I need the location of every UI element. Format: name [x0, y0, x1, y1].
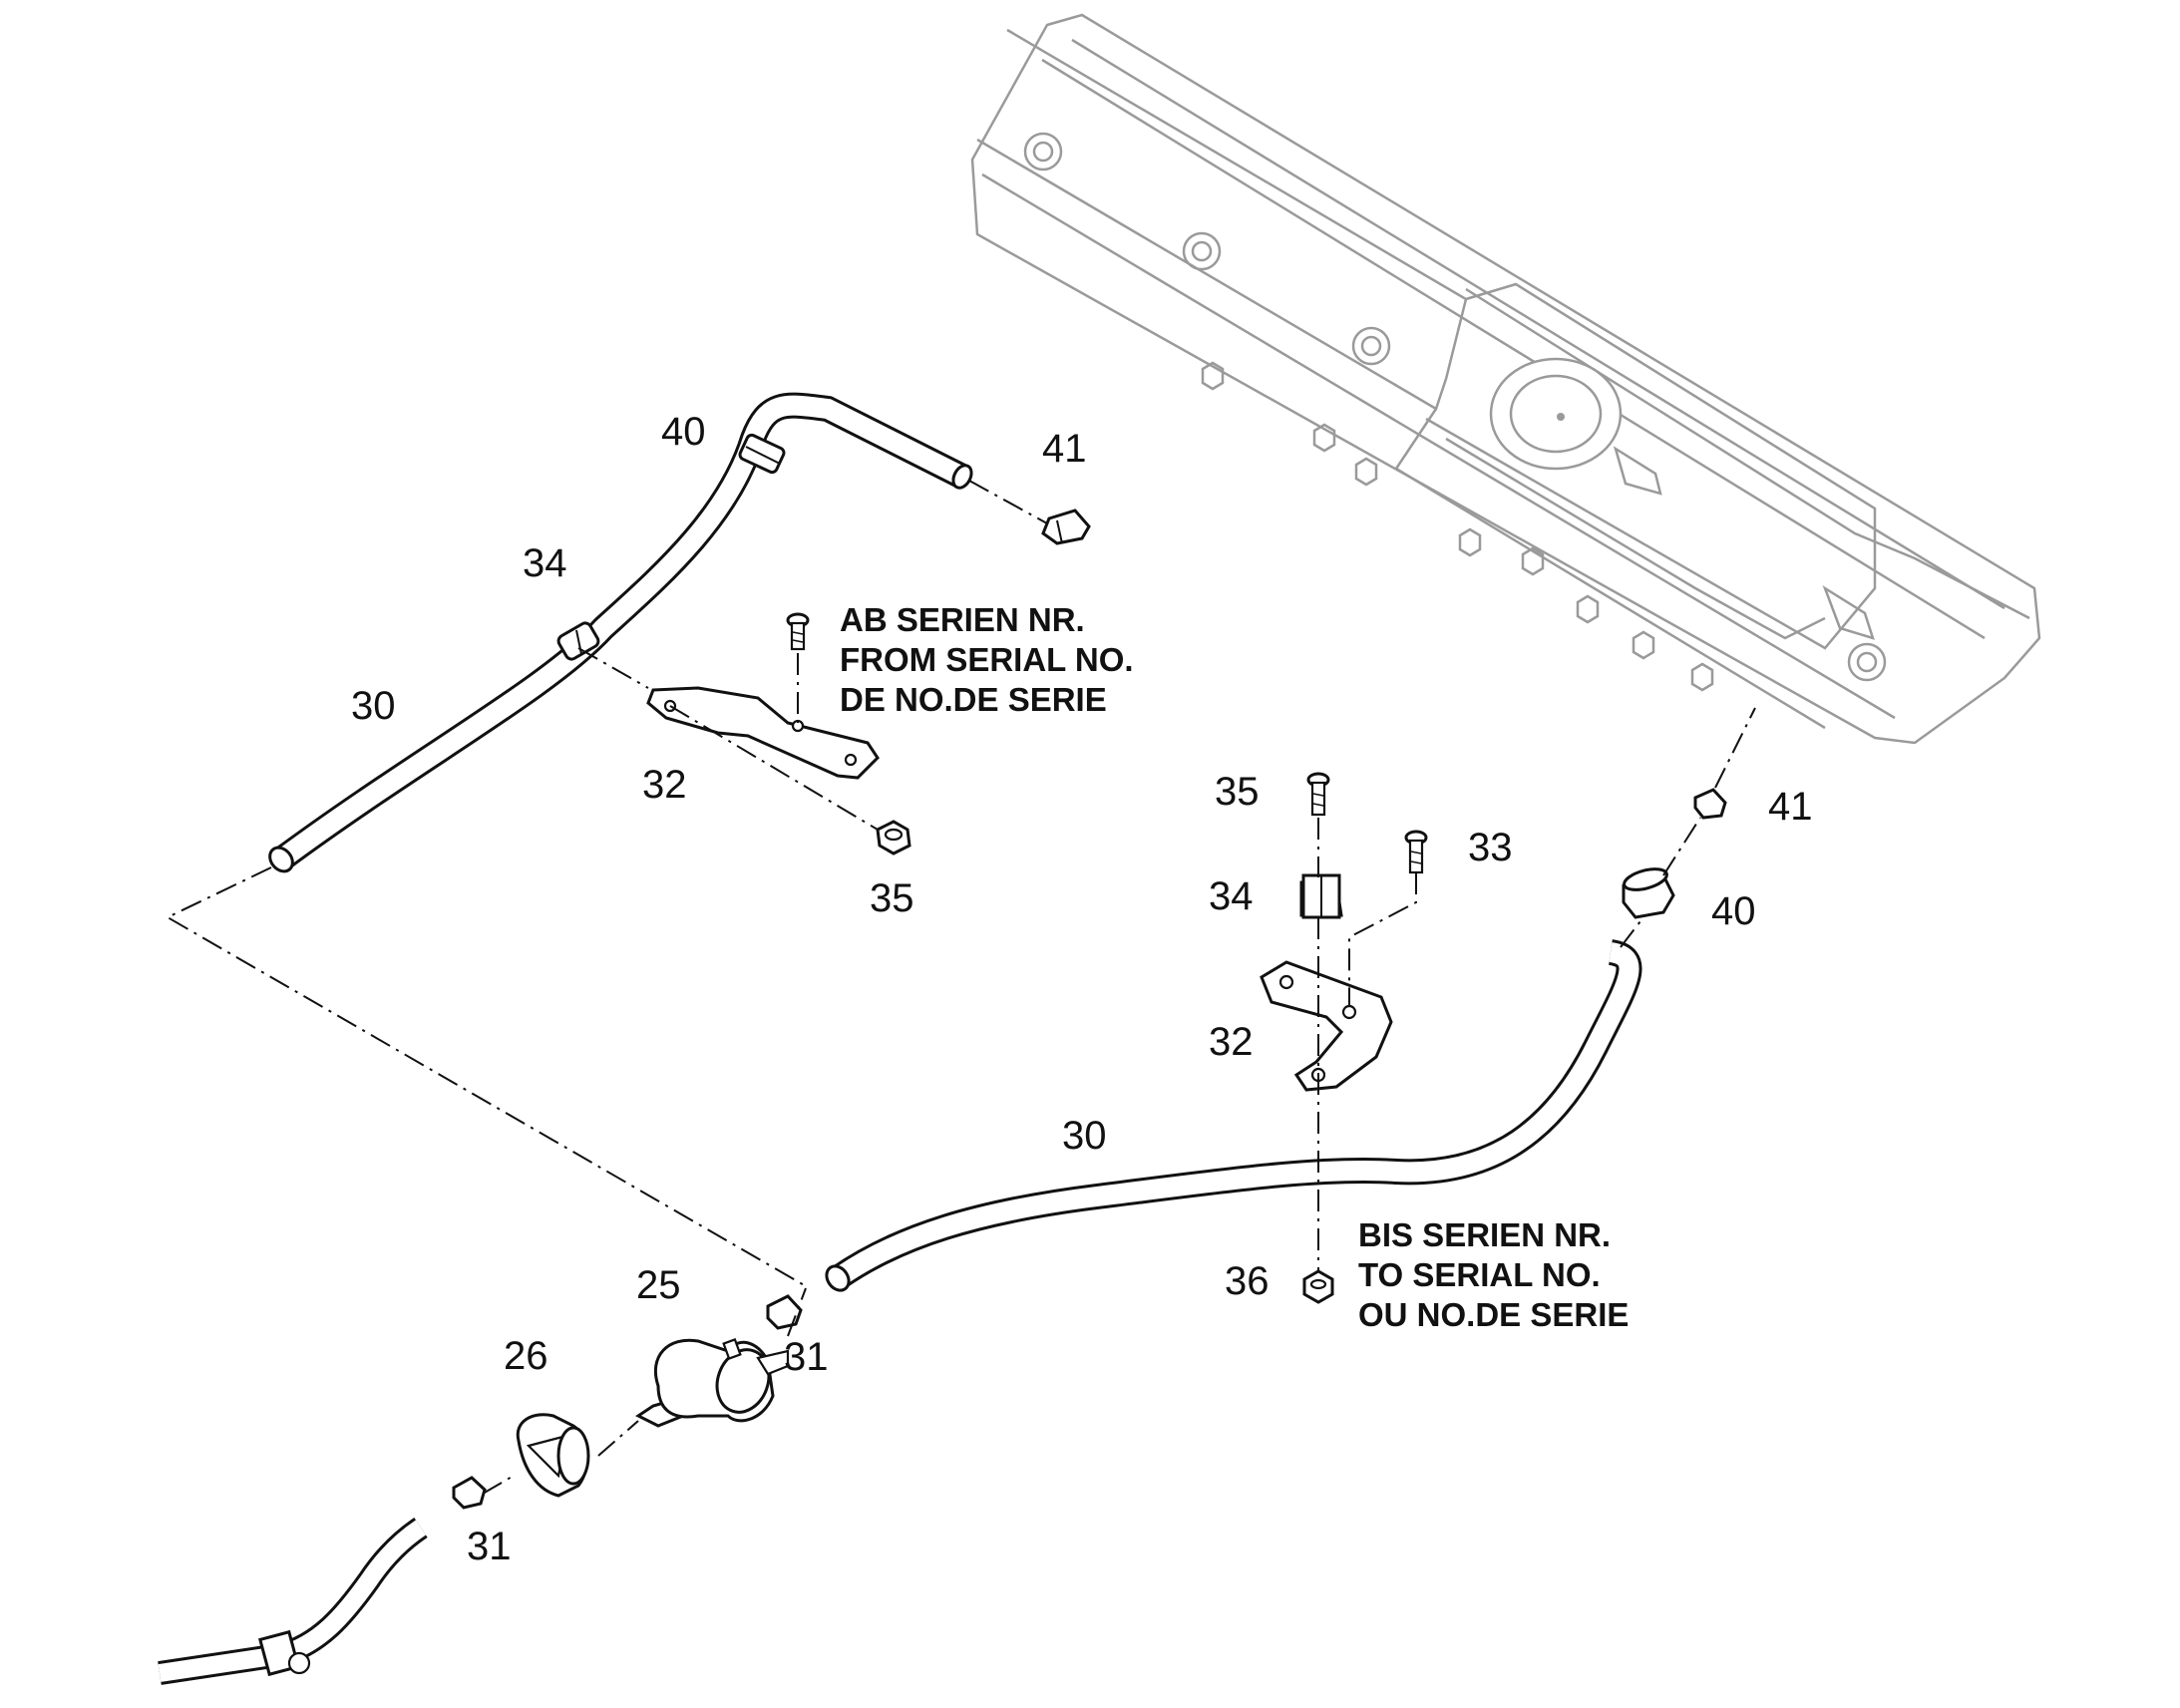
callout-25: 25: [636, 1263, 681, 1307]
callout-30: 30: [1062, 1114, 1107, 1158]
callout-31: 31: [467, 1525, 512, 1568]
svg-text:TO SERIAL NO.: TO SERIAL NO.: [1358, 1256, 1601, 1293]
callout-26: 26: [504, 1334, 548, 1378]
nut-upper: [876, 820, 911, 855]
callout-35: 35: [870, 876, 914, 920]
callout-33: 33: [1468, 826, 1513, 869]
callout-36: 36: [1225, 1259, 1270, 1303]
bolt-lower: [1306, 772, 1330, 817]
assembly-line: [968, 480, 1048, 524]
grommet-upper: [738, 433, 786, 475]
callout-31: 31: [784, 1335, 829, 1379]
svg-text:OU NO.DE SERIE: OU NO.DE SERIE: [1358, 1296, 1629, 1333]
hose-clip-lower: [1693, 788, 1727, 820]
callout-41: 41: [1042, 427, 1087, 471]
assembly-line: [1620, 707, 1756, 948]
fuel-hose-lower: [825, 939, 1642, 1292]
callout-34: 34: [523, 541, 567, 585]
callout-41: 41: [1768, 785, 1813, 829]
callout-32: 32: [642, 763, 687, 807]
filter-holder: [516, 1413, 590, 1498]
fuel-pipe-to-engine: [158, 1518, 428, 1685]
callout-35: 35: [1215, 770, 1260, 814]
callout-30: 30: [351, 684, 396, 728]
clamp-on-hose: [556, 621, 600, 661]
assembly-line: [577, 647, 879, 831]
bolt-upper: [786, 612, 810, 651]
fuel-tank-assembly: [970, 13, 2041, 745]
hose-clip-upper: [1041, 509, 1091, 545]
callout-34: 34: [1209, 874, 1254, 918]
hose-clip-filter-right: [766, 1294, 803, 1330]
svg-text:AB SERIEN NR.: AB SERIEN NR.: [840, 601, 1085, 638]
svg-text:FROM SERIAL NO.: FROM SERIAL NO.: [840, 641, 1134, 678]
fuel-filter: [635, 1338, 790, 1428]
callout-40: 40: [661, 410, 706, 454]
fuel-hose-upper: [268, 392, 973, 873]
svg-text:BIS SERIEN NR.: BIS SERIEN NR.: [1358, 1216, 1611, 1253]
bolt-lower-2: [1404, 830, 1428, 874]
assembly-line: [482, 1287, 807, 1495]
svg-text:DE NO.DE SERIE: DE NO.DE SERIE: [840, 681, 1107, 718]
spacer-lower: [1299, 873, 1343, 919]
callout-40: 40: [1711, 889, 1756, 933]
bracket-lower: [1260, 960, 1393, 1092]
callout-32: 32: [1209, 1020, 1254, 1064]
note-from-serial: AB SERIEN NR. FROM SERIAL NO. DE NO.DE S…: [840, 601, 1134, 718]
nut-lower: [1302, 1269, 1334, 1304]
note-to-serial: BIS SERIEN NR. TO SERIAL NO. OU NO.DE SE…: [1358, 1216, 1629, 1333]
hose-clip-filter-left: [452, 1476, 487, 1510]
callout-labels: 40 41 34 30 32 35 35 33 34 41 40 32 30 3…: [351, 410, 1813, 1568]
assembly-line: [1348, 872, 1417, 1007]
assembly-line: [165, 866, 807, 1287]
